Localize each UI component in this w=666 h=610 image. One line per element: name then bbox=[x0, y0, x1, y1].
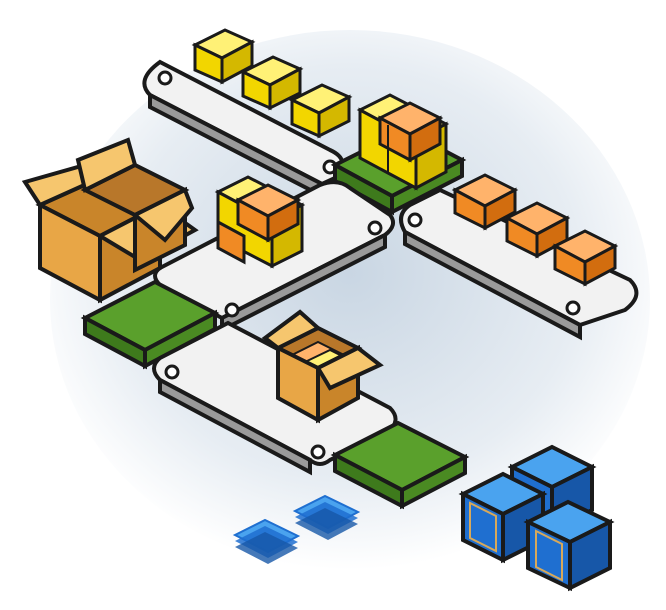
sheet-stack-icon bbox=[292, 494, 361, 540]
cardboard-box-icon bbox=[261, 309, 384, 424]
sheet-stack-icon bbox=[232, 518, 301, 564]
conveyor-belt-icon bbox=[152, 320, 398, 476]
cube-icon bbox=[523, 499, 615, 592]
cube-icon bbox=[214, 175, 306, 269]
cube-icon bbox=[288, 83, 353, 139]
platform-icon bbox=[330, 420, 470, 510]
cube-icon bbox=[239, 55, 304, 111]
cube-icon bbox=[503, 201, 571, 259]
cube-icon bbox=[356, 93, 450, 191]
platform-icon bbox=[80, 279, 220, 370]
backdrop bbox=[50, 30, 650, 570]
cardboard-box-icon bbox=[75, 137, 195, 274]
conveyor-belt-icon bbox=[399, 187, 639, 341]
cube-icon bbox=[551, 229, 619, 287]
cube-icon bbox=[451, 173, 519, 231]
